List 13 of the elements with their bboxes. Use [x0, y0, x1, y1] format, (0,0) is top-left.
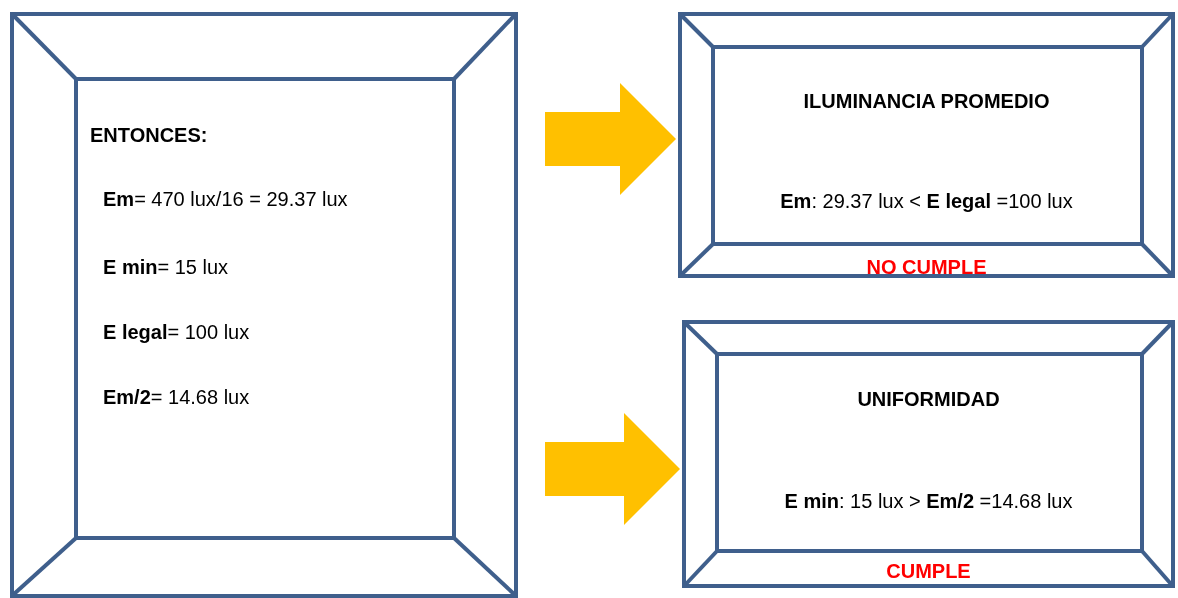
- formula-text: E min= 15 lux: [103, 256, 229, 279]
- heading: ENTONCES:: [90, 124, 208, 147]
- status-text: NO CUMPLE: [865, 256, 988, 279]
- formula-text: E legal= 100 lux: [103, 321, 250, 344]
- block-arrow: [545, 83, 676, 195]
- formula-text: Em/2= 14.68 lux: [103, 386, 250, 409]
- formula-text: E min: 15 lux > Em/2 =14.68 lux: [783, 490, 1074, 513]
- heading: UNIFORMIDAD: [856, 388, 1001, 411]
- status-text: CUMPLE: [885, 560, 972, 583]
- formula-text: Em: 29.37 lux < E legal =100 lux: [779, 190, 1074, 213]
- block-arrow: [545, 413, 680, 525]
- formula-text: Em= 470 lux/16 = 29.37 lux: [103, 188, 348, 211]
- heading: ILUMINANCIA PROMEDIO: [802, 90, 1051, 113]
